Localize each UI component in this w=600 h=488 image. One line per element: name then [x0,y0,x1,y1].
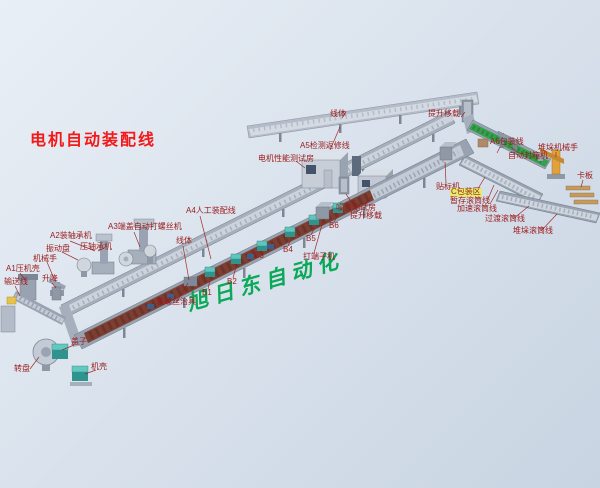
label-lift-transfer-mid: 提升移载 [350,211,382,220]
label-bearing-press: 压轴承机 [80,242,112,251]
pallet-fixtures [147,202,344,309]
cover-bin [51,343,69,359]
labeling-machine [439,142,457,161]
a2-bearing-station [76,233,115,277]
label-a2-bearing-machine: A2装轴承机 [50,231,92,240]
label-cover: 盖子 [71,337,87,346]
label-pallet: 卡板 [577,171,593,180]
box-sealing-machine [497,130,520,154]
label-line-body-top: 线体 [330,109,346,118]
label-turntable: 转盘 [14,364,30,373]
label-b4: B4 [283,245,293,254]
motor-performance-test-room [301,152,361,189]
label-performance-test-room: 电机性能测试房 [258,154,314,163]
page-title: 电机自动装配线 [30,132,157,149]
stacking-robot [538,148,565,179]
label-a5-inspection-line: A5检测返修线 [300,141,350,150]
label-b6: B6 [329,221,339,230]
leader-lines [14,111,584,375]
elevated-return-line [246,91,480,142]
shell-bin [70,365,92,386]
packing-area [458,119,600,224]
label-stacking-robot: 堆垛机械手 [538,143,578,152]
label-b3: B3 [254,251,264,260]
a3-screwing-station [118,218,157,267]
label-terminal-machine: 打端子机 [303,252,335,261]
label-b1: B1 [202,288,212,297]
label-lift-transfer-top: 提升移载 [428,109,460,118]
transition-roller-line [495,190,600,224]
pallet-stack [565,185,599,205]
label-a4-manual-line: A4人工装配线 [186,206,236,215]
label-box-sealer: 自动封箱机 [508,151,548,160]
label-line-body-mid: 线体 [176,236,192,245]
label-a6-packing-line: A6包装线 [490,137,524,146]
label-a1-shell-press: A1压机壳 [6,264,40,273]
label-transition-roller-line: 过渡滚筒线 [485,214,525,223]
label-stacking-roller-line: 堆垛滚筒线 [513,226,553,235]
label-screw-fixture: 装螺丝治具 [156,297,196,306]
lift-transfer-mid [338,176,350,195]
a1-station-cluster [0,274,92,386]
label-buffer-roller-line: 暂存滚筒线 [450,196,490,205]
label-labeling-machine: 贴标机 [436,182,460,191]
label-c-packing-zone: C包装区 [450,187,482,197]
screw-fixture [183,276,198,287]
label-infeed-conveyor: 输送线 [4,277,28,286]
label-robot-arm: 机械手 [33,254,57,263]
label-b5: B5 [306,234,316,243]
terminal-crimping-machine [315,202,334,220]
label-vibration-bowl: 振动盘 [46,244,70,253]
label-lifter: 升降 [42,274,58,283]
label-noise-test-room: 噪音测试房 [336,203,376,212]
label-accel-roller-line: 加速滚筒线 [457,204,497,213]
label-b2: B2 [227,277,237,286]
label-a3-screwing-machine: A3端盖自动打螺丝机 [108,222,182,231]
label-shell: 机壳 [91,362,107,371]
